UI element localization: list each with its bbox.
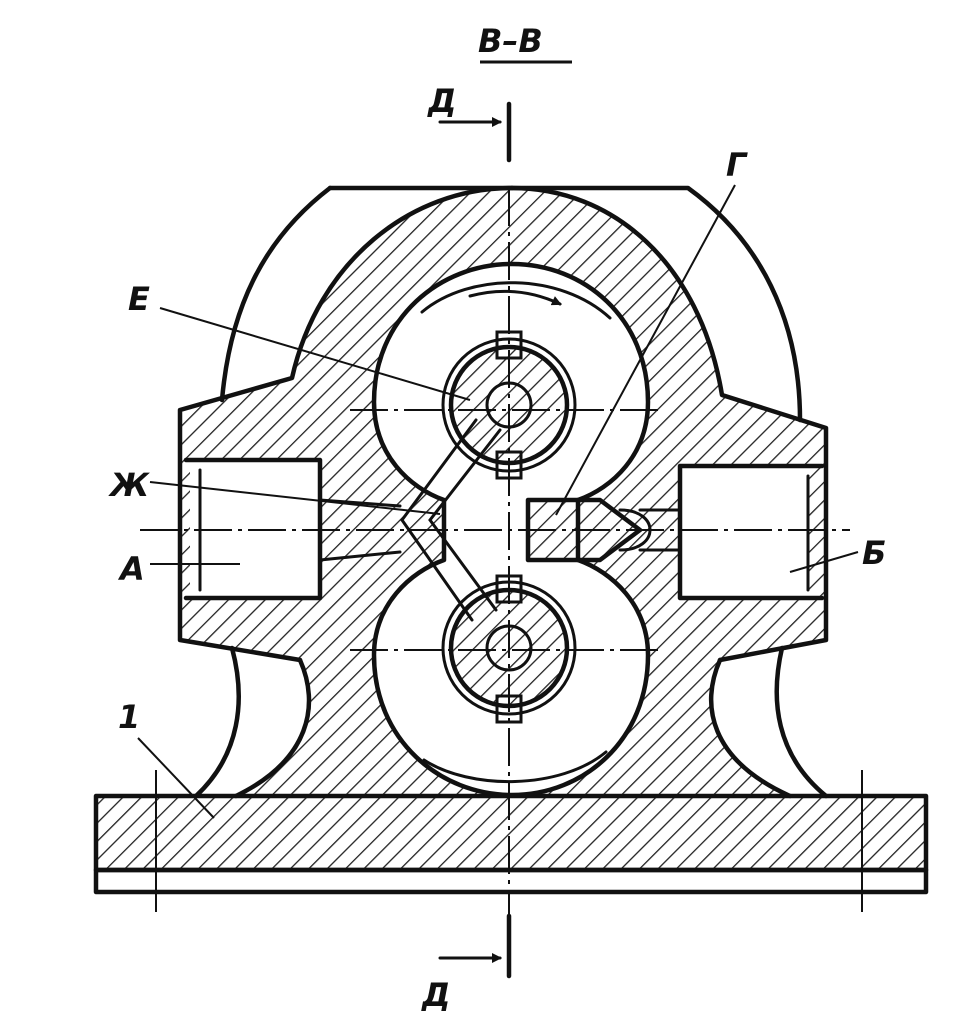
label-1: 1: [118, 698, 140, 736]
section-title: В–В: [478, 22, 543, 60]
label-cut-top: Д: [427, 82, 457, 120]
label-ZH: Ж: [108, 466, 150, 504]
centerlines: [140, 188, 863, 930]
label-E: Е: [128, 280, 150, 318]
label-B: Б: [862, 534, 886, 572]
section-cut-bottom: [438, 913, 512, 979]
label-cut-bottom: Д: [421, 976, 451, 1014]
section-cut-top: [438, 101, 512, 163]
port-B: [525, 463, 825, 601]
label-A: А: [117, 550, 145, 588]
leader-lines: [137, 184, 859, 819]
label-G: Г: [726, 146, 748, 184]
